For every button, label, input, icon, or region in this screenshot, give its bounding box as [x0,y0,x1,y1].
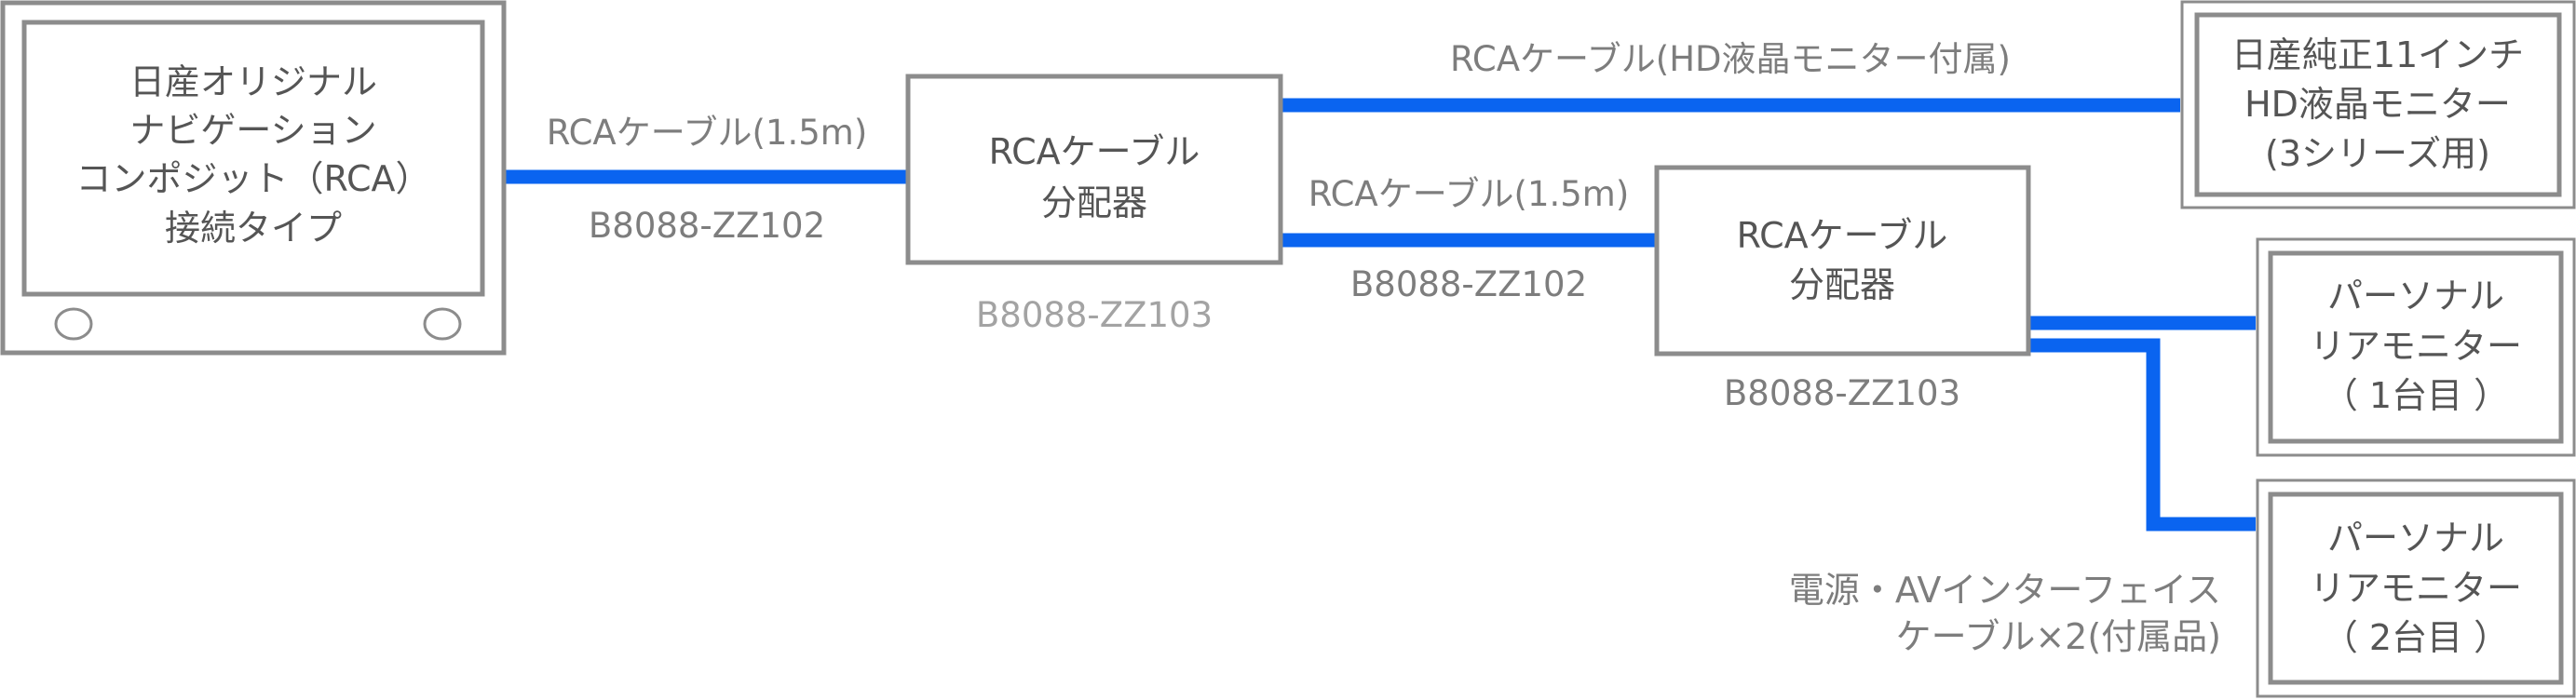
hd-monitor-label-line3: (3シリーズ用) [2265,133,2490,174]
power-av-cable-line2: ケーブル×2(付属品) [1896,616,2221,657]
rear-monitor2-label-line3: （ 2台目 ） [2323,617,2509,658]
splitter1-part-number: B8088-ZZ103 [976,295,1213,335]
cable-splitter2-to-rear-monitor2 [2028,338,2256,532]
splitter2-box [1654,165,2031,357]
rear-monitor1-inner-frame [2268,250,2564,444]
rca-splitter-1: RCAケーブル 分配器 B8088-ZZ103 [905,74,1283,335]
hd-monitor-inner-frame [2194,12,2562,197]
rear-monitor-2: パーソナル リアモニター （ 2台目 ） [2256,478,2576,698]
hd-monitor-outer-frame [2180,0,2576,209]
rear-monitor1-label-line3: （ 1台目 ） [2323,375,2509,416]
cable-labels: RCAケーブル(1.5m) B8088-ZZ102 RCAケーブル(HD液晶モニ… [547,39,2221,657]
rear-monitor1-outer-frame [2256,237,2576,457]
rear-monitor-1: パーソナル リアモニター （ 1台目 ） [2256,237,2576,457]
rear-monitor2-label-line2: リアモニター [2310,568,2522,609]
rear-monitor2-outer-frame [2256,478,2576,698]
cables [506,98,2256,532]
cable-nav-splitter1-part: B8088-ZZ102 [589,206,825,246]
cable-splitter1-splitter2-part: B8088-ZZ102 [1350,264,1587,304]
cable-nav-splitter1-name: RCAケーブル(1.5m) [547,113,868,153]
splitter1-label-line2: 分配器 [1041,182,1147,223]
splitter2-label-line2: 分配器 [1789,264,1895,305]
hd-monitor: 日産純正11インチ HD液晶モニター (3シリーズ用) [2180,0,2576,209]
hd-monitor-label-line1: 日産純正11インチ [2231,34,2524,75]
navigation-label-line4: 接続タイプ [165,208,342,249]
power-av-cable-line1: 電源・AVインターフェイス [1789,570,2221,611]
cable-splitter1-hd-name: RCAケーブル(HD液晶モニター付属) [1450,39,2011,79]
hd-monitor-label-line2: HD液晶モニター [2244,84,2511,125]
rear-monitor1-label-line2: リアモニター [2310,326,2522,367]
navigation-knob-left [54,307,93,341]
navigation-knob-right [423,307,462,341]
navigation-screen-frame [21,20,485,297]
splitter2-part-number: B8088-ZZ103 [1724,373,1960,413]
rear-monitor1-label-line1: パーソナル [2327,276,2504,316]
navigation-unit: 日産オリジナル ナビゲーション コンポジット（RCA） 接続タイプ [0,0,507,356]
navigation-label-line1: 日産オリジナル [129,61,377,102]
rear-monitor2-inner-frame [2268,491,2564,685]
splitter2-label-line1: RCAケーブル [1737,215,1948,256]
splitter1-label-line1: RCAケーブル [989,131,1200,172]
navigation-label-line2: ナビゲーション [129,110,376,151]
navigation-label-line3: コンポジット（RCA） [75,158,430,199]
cable-splitter1-splitter2-name: RCAケーブル(1.5m) [1308,174,1630,214]
rca-splitter-2: RCAケーブル 分配器 B8088-ZZ103 [1654,165,2031,413]
rear-monitor2-label-line1: パーソナル [2327,518,2504,559]
splitter1-box [905,74,1283,265]
